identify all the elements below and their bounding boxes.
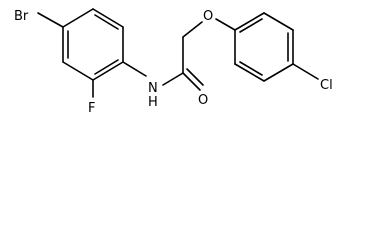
ring-nitrogen-bond [122,61,147,77]
ring-a-double-bond [94,59,119,75]
nitrogen-carbonyl-bond [162,72,184,86]
amide-nitrogen-label: N [148,81,158,96]
fluorine-label: F [88,101,95,116]
ring-a-bond [92,8,124,28]
ether-oxygen-label: O [203,9,213,24]
carbonyl-double-bond [182,72,201,91]
ring-b-double-bond [239,61,263,76]
ring-a-double-bond [94,14,119,30]
ether-ring-bond [215,18,236,31]
methylene-ether-bond [182,21,203,38]
bromine-bond [37,12,64,28]
ring-a-bond [62,8,94,28]
chlorine-label: Cl [320,78,333,93]
bromofluorophenyl-ring [62,8,124,81]
carbonyl-oxygen-label: O [198,93,208,108]
ring-b-double-bond [239,18,263,33]
ring-a-bond [92,61,124,81]
bromine-label: Br [14,9,29,24]
chlorine-bond [292,63,319,80]
ring-b-bond [234,63,265,82]
amide-hydrogen-label: H [148,95,158,110]
chemical-structure-diagram: Br F N H O O Cl [14,8,333,116]
ring-b-bond [263,63,294,82]
ring-b-bond [263,12,294,31]
ring-b-bond [234,12,265,31]
ring-a-bond [62,61,94,81]
chlorophenyl-ring [234,12,294,82]
carbonyl-double-bond [186,68,204,86]
